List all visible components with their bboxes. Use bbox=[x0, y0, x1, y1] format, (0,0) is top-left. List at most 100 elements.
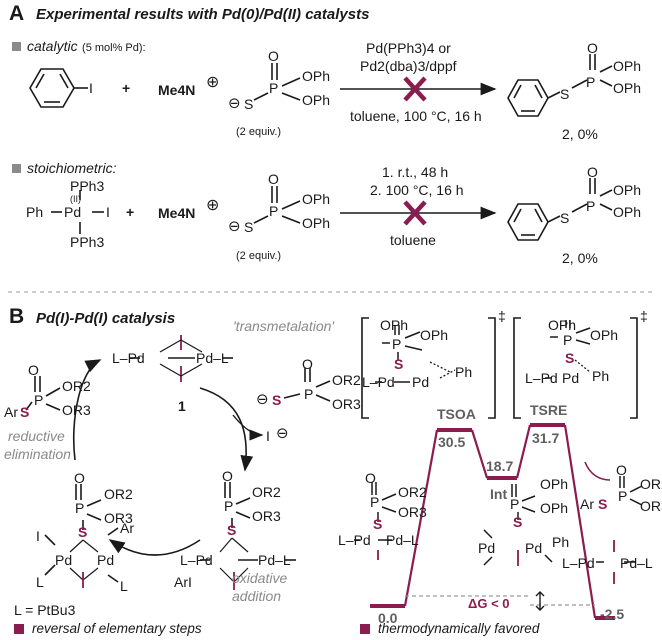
pd-dimer-bottom-left-bonds bbox=[44, 484, 119, 583]
br-oxo: O bbox=[222, 468, 233, 484]
int-sulfur: S bbox=[513, 514, 523, 530]
cycle-arrows bbox=[72, 359, 254, 556]
stoich-heading: stoichiometric: bbox=[12, 160, 116, 178]
final-oxo: O bbox=[616, 462, 627, 478]
product-2-oph-a: OPh bbox=[613, 182, 642, 198]
ts-re-bracket bbox=[513, 317, 638, 419]
final-pd-left: L–Pd bbox=[562, 555, 595, 571]
bl-oxo: O bbox=[74, 470, 85, 486]
bl-aryl: Ar bbox=[120, 520, 134, 536]
anion-phosphorus: P bbox=[304, 386, 314, 402]
br-or2: OR2 bbox=[252, 484, 281, 500]
cat-ligand-right: Pd–L bbox=[196, 350, 229, 366]
start-or3: OR3 bbox=[398, 504, 427, 520]
level-ts-oa: 30.5 bbox=[438, 434, 466, 450]
cation-label-1: Me4N bbox=[158, 82, 196, 98]
catalytic-label: catalytic bbox=[27, 38, 78, 54]
re-product-arrow bbox=[584, 461, 611, 481]
thiophosphate-2-bonds bbox=[253, 186, 301, 224]
bullet-icon-2 bbox=[12, 164, 21, 174]
catalytic-heading: catalytic (5 mol% Pd): bbox=[12, 38, 146, 56]
oxo-o-2: O bbox=[268, 171, 279, 187]
solvent: toluene bbox=[390, 232, 436, 248]
legend-square-icon-2 bbox=[360, 623, 370, 634]
oph-1b: OPh bbox=[302, 92, 331, 108]
tsre-pd-left: L–Pd bbox=[525, 370, 558, 386]
anion-charge-icon-1: ⊖ bbox=[228, 95, 241, 112]
tsre-oph-a: OPh bbox=[548, 317, 577, 333]
pd-ox-state: (II) bbox=[70, 194, 81, 204]
ts-oa-dagger: ‡ bbox=[498, 308, 506, 324]
level-int: 18.7 bbox=[486, 458, 514, 474]
bl-ligand-left: L bbox=[36, 574, 44, 590]
br-or3: OR3 bbox=[252, 508, 281, 524]
oph-2b: OPh bbox=[302, 215, 331, 231]
pd-complex-bonds bbox=[51, 190, 104, 234]
tsoa-pd-right: Pd bbox=[412, 374, 430, 390]
iodide-release-arrow bbox=[232, 414, 264, 441]
product-1-bonds bbox=[507, 54, 613, 117]
tsoa-oph-a: OPh bbox=[380, 317, 409, 333]
product-1-oph-b: OPh bbox=[613, 80, 642, 96]
legend-left-text: reversal of elementary steps bbox=[32, 621, 202, 636]
anion-charge-icon-2: ⊖ bbox=[228, 218, 241, 235]
int-phosphorus: P bbox=[510, 496, 520, 512]
bl-pd-right: Pd bbox=[97, 552, 115, 568]
cation-charge-icon-2: ⊕ bbox=[206, 197, 220, 214]
cation-label-2: Me4N bbox=[158, 205, 196, 221]
tsoa-sulfur: S bbox=[394, 356, 404, 372]
product-2-oxo: O bbox=[587, 164, 598, 180]
prod-aryl: Ar bbox=[4, 404, 18, 420]
bullet-icon bbox=[12, 42, 21, 52]
start-phosphorus: P bbox=[370, 494, 380, 510]
ts-oa-bracket bbox=[361, 317, 496, 419]
br-sulfur: S bbox=[227, 522, 237, 538]
energy-profile bbox=[370, 423, 615, 620]
tsre-oph-b: OPh bbox=[590, 327, 619, 343]
int-oph-b: OPh bbox=[540, 500, 569, 516]
iodobenzene-ring bbox=[29, 68, 88, 108]
reagent-2: Pd2(dba)3/dppf bbox=[360, 58, 457, 74]
pd-atom: Pd bbox=[64, 204, 82, 220]
anion-charge-icon-b: ⊖ bbox=[256, 391, 269, 408]
start-oxo: O bbox=[365, 470, 376, 486]
step-1: 1. r.t., 48 h bbox=[382, 164, 449, 180]
start-or2: OR2 bbox=[398, 484, 427, 500]
product-1-phosphorus: P bbox=[586, 74, 596, 90]
int-oph-a: OPh bbox=[540, 476, 569, 492]
tsoa-phenyl: Ph bbox=[455, 364, 473, 380]
bl-or3: OR3 bbox=[104, 510, 133, 526]
ts-re-dagger: ‡ bbox=[640, 308, 648, 324]
oph-2a: OPh bbox=[302, 191, 331, 207]
legend-left: reversal of elementary steps bbox=[14, 620, 202, 638]
final-pd-right: Pd–L bbox=[620, 555, 653, 571]
oph-1a: OPh bbox=[302, 68, 331, 84]
product-2-sulfur: S bbox=[560, 210, 570, 226]
final-phosphorus: P bbox=[618, 488, 628, 504]
start-pd-left: L–Pd bbox=[338, 532, 371, 548]
cation-charge-icon-1: ⊕ bbox=[206, 74, 220, 91]
catalyst-number: 1 bbox=[178, 398, 186, 414]
anion-sulfur: S bbox=[272, 392, 282, 408]
int-label: Int bbox=[490, 486, 508, 502]
equiv-2: (2 equiv.) bbox=[236, 250, 282, 262]
bl-iodide: I bbox=[36, 528, 40, 544]
elimination-label: elimination bbox=[4, 446, 71, 462]
ligand-definition: L = PtBu3 bbox=[14, 602, 76, 618]
ts-oa-label: TSOA bbox=[437, 406, 476, 422]
legend-square-icon bbox=[14, 623, 24, 634]
product-2-yield: 2, 0% bbox=[562, 250, 598, 266]
stoich-label: stoichiometric: bbox=[27, 160, 117, 176]
phenyl-label: Ph bbox=[26, 204, 44, 220]
prod-phosphorus: P bbox=[34, 392, 44, 408]
final-sulfur: S bbox=[598, 496, 608, 512]
start-pd-right: Pd–L bbox=[386, 532, 419, 548]
int-pd-left: Pd bbox=[478, 540, 496, 556]
addition-label: addition bbox=[232, 588, 282, 604]
br-pd-left: L–Pd bbox=[180, 552, 213, 568]
plus-sign-2: + bbox=[126, 204, 135, 220]
prod-or3: OR3 bbox=[62, 402, 91, 418]
delta-g-label: ΔG < 0 bbox=[468, 596, 510, 611]
tsoa-pd-left: L–Pd bbox=[362, 374, 395, 390]
